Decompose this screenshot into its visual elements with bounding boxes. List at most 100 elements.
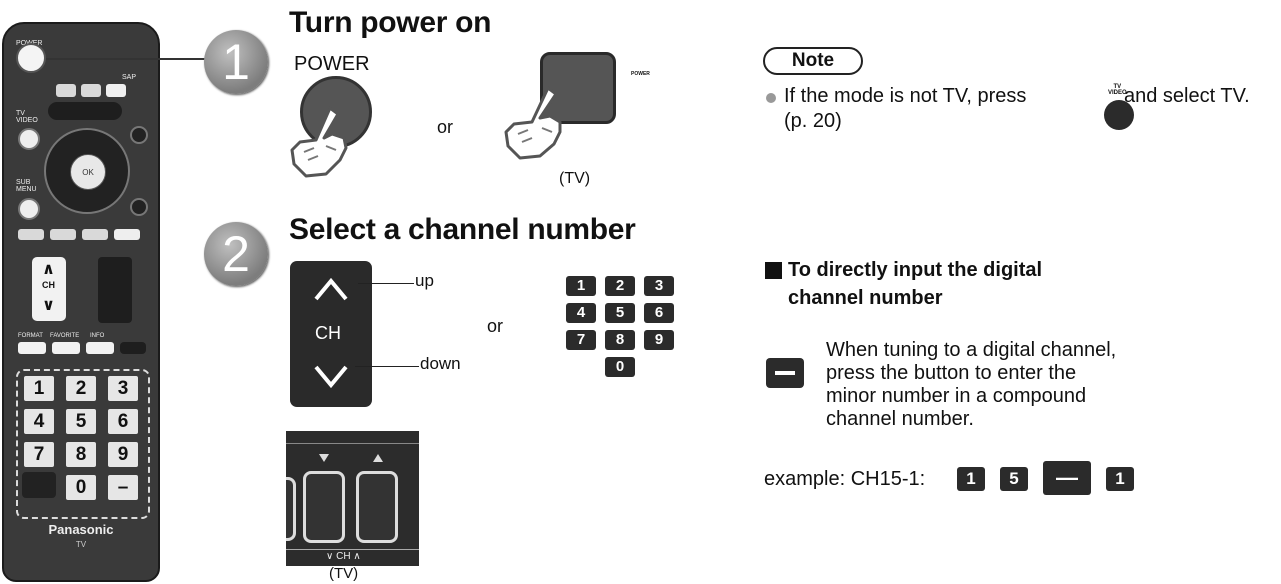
ch-rocker-button[interactable]: CH [290, 261, 372, 407]
remote-favorite-button[interactable] [52, 342, 80, 354]
numpad-key-5[interactable]: 5 [605, 303, 635, 323]
down-leader-line [355, 366, 419, 367]
remote-sap-button[interactable] [106, 84, 126, 97]
numpad-key-6[interactable]: 6 [644, 303, 674, 323]
tv-video-button-icon [1104, 100, 1134, 130]
remote-info-button[interactable] [86, 342, 114, 354]
remote-key-dash[interactable]: – [108, 475, 138, 500]
power-caption: POWER [294, 53, 370, 75]
remote-key-1[interactable]: 1 [24, 376, 54, 401]
remote-control: POWER SAP TV VIDEO OK SUB MENU ∧ CH ∨ FO… [2, 22, 160, 582]
remote-keypad-highlight [16, 369, 150, 519]
digital-desc-line1: When tuning to a digital channel, [826, 339, 1117, 361]
callout-line [34, 58, 224, 60]
note-text-after: and select TV. [1124, 85, 1250, 107]
numpad-key-0[interactable]: 0 [605, 357, 635, 377]
example-key-dash: — [1043, 461, 1091, 495]
remote-format-button[interactable] [18, 342, 46, 354]
tv-ch-up-button[interactable] [356, 471, 398, 543]
remote-key-0[interactable]: 0 [66, 475, 96, 500]
digital-desc-line2: press the button to enter the [826, 362, 1077, 384]
digital-heading-line1: To directly input the digital [788, 259, 1043, 281]
numpad-key-7[interactable]: 7 [566, 330, 596, 350]
remote-ok-label: OK [82, 167, 94, 177]
tv-ch-label: ∨ CH ∧ [326, 551, 361, 562]
tv-power-button[interactable] [540, 52, 616, 124]
digital-desc-line3: minor number in a compound [826, 385, 1087, 407]
remote-exit-button[interactable] [48, 102, 122, 120]
note-label: Note [763, 47, 863, 75]
note-page-ref: (p. 20) [784, 110, 842, 132]
step-1-or: or [437, 117, 454, 137]
remote-color-button[interactable] [18, 229, 44, 240]
numpad-key-2[interactable]: 2 [605, 276, 635, 296]
remote-color-button[interactable] [50, 229, 76, 240]
step-1-tv-caption: (TV) [559, 170, 591, 187]
down-label: down [420, 354, 461, 373]
step-1-title: Turn power on [289, 6, 492, 39]
remote-key-3[interactable]: 3 [108, 376, 138, 401]
pressing-hand-icon [290, 106, 348, 178]
remote-sap-label: SAP [122, 74, 137, 81]
remote-ch-rocker[interactable]: ∧ CH ∨ [32, 257, 66, 321]
remote-info-label: INFO [90, 333, 105, 339]
remote-key-8[interactable]: 8 [66, 442, 96, 467]
digital-desc-line4: channel number. [826, 408, 974, 430]
tv-ch-down-icon [319, 454, 329, 462]
remote-dark-button[interactable] [120, 342, 146, 354]
remote-ch-label: CH [42, 280, 55, 290]
tv-ch-down-button[interactable] [303, 471, 345, 543]
numpad-key-4[interactable]: 4 [566, 303, 596, 323]
step-2-badge: 2 [204, 222, 268, 286]
numpad-key-8[interactable]: 8 [605, 330, 635, 350]
example-key-1: 1 [957, 467, 985, 491]
remote-key-5[interactable]: 5 [66, 409, 96, 434]
remote-key-9[interactable]: 9 [108, 442, 138, 467]
remote-round-button[interactable] [130, 198, 148, 216]
remote-ch-up-icon: ∧ [42, 261, 55, 278]
tv-side-button[interactable] [286, 477, 296, 541]
up-leader-line [358, 283, 414, 284]
tv-power-label: POWER [631, 71, 650, 77]
numpad-key-1[interactable]: 1 [566, 276, 596, 296]
step-2-or: or [487, 316, 504, 336]
step-2-tv-caption: (TV) [329, 565, 359, 582]
remote-color-button[interactable] [114, 229, 140, 240]
remote-dark-key[interactable] [22, 472, 56, 498]
tv-panel-divider [286, 443, 419, 444]
remote-color-button[interactable] [56, 84, 76, 97]
minus-key-icon [766, 358, 804, 388]
remote-vol-rocker[interactable] [98, 257, 132, 323]
remote-sub-menu-label: SUB MENU [16, 179, 37, 193]
section-square-icon [765, 262, 782, 279]
remote-format-label: FORMAT [18, 333, 43, 339]
ch-label: CH [315, 323, 341, 343]
remote-key-7[interactable]: 7 [24, 442, 54, 467]
example-label: example: CH15-1: [764, 468, 926, 490]
remote-key-6[interactable]: 6 [108, 409, 138, 434]
ch-up-icon [314, 277, 348, 301]
note-tv-video-label: TV VIDEO [1108, 84, 1127, 96]
remote-tv-video-button[interactable] [18, 128, 40, 150]
numpad-key-9[interactable]: 9 [644, 330, 674, 350]
up-label: up [415, 271, 434, 290]
remote-ok-button[interactable]: OK [70, 154, 106, 190]
example-key-5: 5 [1000, 467, 1028, 491]
remote-model: TV [75, 540, 87, 549]
tv-panel-divider [286, 549, 419, 550]
remote-key-2[interactable]: 2 [66, 376, 96, 401]
step-1-badge: 1 [204, 30, 268, 94]
remote-color-button[interactable] [82, 229, 108, 240]
remote-ch-down-icon: ∨ [42, 297, 55, 314]
remote-round-button[interactable] [130, 126, 148, 144]
remote-favorite-label: FAVORITE [50, 333, 80, 339]
remote-tv-video-label: TV VIDEO [16, 110, 38, 124]
ch-down-icon [314, 365, 348, 389]
remote-color-button[interactable] [81, 84, 101, 97]
tv-side-panel: ∨ CH ∧ [286, 431, 419, 566]
numpad-key-3[interactable]: 3 [644, 276, 674, 296]
remote-sub-menu-button[interactable] [18, 198, 40, 220]
note-text-before: If the mode is not TV, press [784, 85, 1027, 107]
remote-key-4[interactable]: 4 [24, 409, 54, 434]
remote-power-button[interactable] [16, 43, 46, 73]
